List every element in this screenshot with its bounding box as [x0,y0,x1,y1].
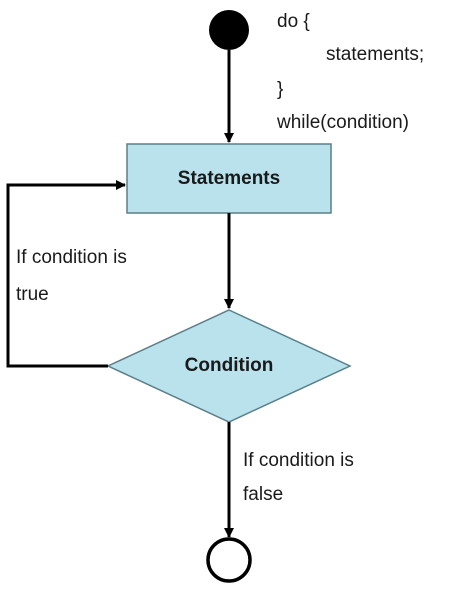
loop-back-path [6,180,126,368]
true-edge-label-line2: true [16,284,49,305]
code-while-line: while(condition) [277,112,410,133]
code-statements-line: statements; [326,44,425,65]
code-do-line: do { [277,11,310,32]
end-node [206,537,252,583]
true-edge-label-line1: If condition is [16,247,127,268]
false-edge-label-line2: false [243,484,284,505]
statements-label: Statements [177,168,281,189]
code-close-brace-line: } [277,79,284,100]
start-node [209,10,249,50]
false-edge-label-line1: If condition is [243,450,354,471]
condition-label: Condition [184,355,274,376]
